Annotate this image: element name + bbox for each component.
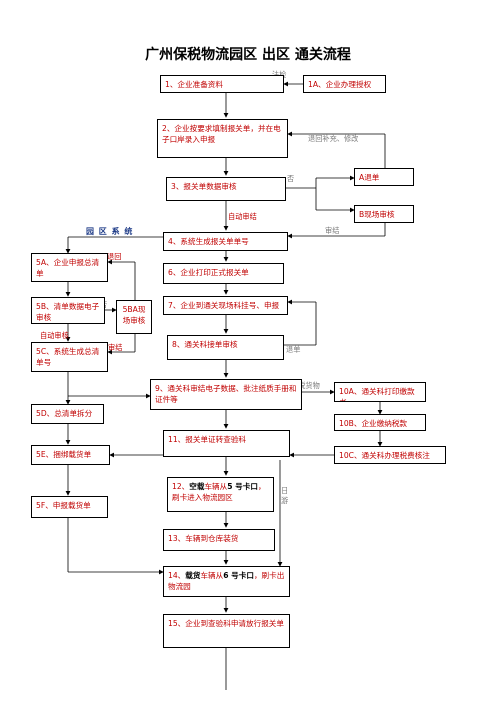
node-5a: 5A、企业申报总清单 <box>31 253 108 282</box>
node-5c: 5C、系统生成总清单号 <box>31 342 108 372</box>
node-12: 12、空载车辆从5 号卡口，刷卡进入物流园区 <box>167 477 274 512</box>
node-5ba: 5BA现场审核 <box>116 300 152 334</box>
label-zidong-shenjie: 自动审结 <box>228 212 257 221</box>
label-fajian: 法检 <box>272 70 286 80</box>
label-fou: 否 <box>287 174 295 183</box>
node-14-suffix: ，刷卡出物流园 <box>168 571 285 591</box>
label-shenjie-2: 审结 <box>108 343 123 352</box>
label-tuihui-buchong: 退回补充、修改 <box>308 134 359 143</box>
node-2: 2、企业按要求填制报关单，并在电子口岸录入申报 <box>157 119 288 158</box>
node-5b: 5B、清单数据电子审核 <box>31 297 105 324</box>
node-1a: 1A、企业办理授权 <box>303 75 386 93</box>
node-10c: 10C、通关科办理税费核注 <box>334 446 446 464</box>
node-12-gate: 5 号卡口 <box>227 482 258 491</box>
label-tuidan: 退单 <box>286 345 301 354</box>
label-shenjie: 审结 <box>325 226 340 235</box>
node-13: 13、车辆到仓库装货 <box>163 529 275 551</box>
node-4: 4、系统生成报关单单号 <box>163 232 288 251</box>
node-b: B现场审核 <box>354 205 414 223</box>
node-7: 7、企业到通关现场科挂号、申报 <box>163 296 288 315</box>
node-12-suffix: ，刷卡进入物流园区 <box>172 482 266 502</box>
label-tuihui: 退回 <box>107 252 122 261</box>
node-14: 14、载货车辆从6 号卡口，刷卡出物流园 <box>163 566 290 597</box>
node-5f: 5F、申报载货单 <box>31 496 108 518</box>
node-a: A退单 <box>354 168 414 186</box>
node-6: 6、企业打印正式报关单 <box>163 263 284 284</box>
node-14-mid: 车辆从 <box>200 571 224 580</box>
label-yuanqu-xitong: 园 区 系 统 <box>86 227 134 236</box>
node-10b: 10B、企业缴纳税款 <box>334 414 426 431</box>
label-zidong-shenhe: 自动审核 <box>40 331 69 340</box>
node-10a: 10A、通关科打印缴款书 <box>334 382 426 402</box>
node-9: 9、通关科审结电子数据、批注纸质手册和证件等 <box>150 379 302 410</box>
node-11: 11、报关单证转查验科 <box>163 430 290 457</box>
node-15: 15、企业到查验科申请放行报关单 <box>163 614 290 648</box>
node-14-prefix: 14、 <box>168 571 186 580</box>
node-1: 1、企业准备资料 <box>160 75 284 93</box>
label-ri-you: 日游 <box>281 486 289 505</box>
node-14-gate: 6 号卡口 <box>223 571 254 580</box>
node-12-empty-load: 空载 <box>189 482 205 491</box>
label-zhengshui: 征税货物 <box>291 381 320 390</box>
node-5d: 5D、总清单拆分 <box>31 404 104 424</box>
node-12-mid: 车辆从 <box>204 482 228 491</box>
node-14-loaded: 载货 <box>185 571 201 580</box>
page-title: 广州保税物流园区 出区 通关流程 <box>145 47 351 63</box>
node-12-prefix: 12、 <box>172 482 190 491</box>
node-5e: 5E、捆绑载货单 <box>31 445 110 465</box>
node-3: 3、报关单数据审核 <box>166 177 286 201</box>
node-8: 8、通关科接单审核 <box>167 335 284 360</box>
